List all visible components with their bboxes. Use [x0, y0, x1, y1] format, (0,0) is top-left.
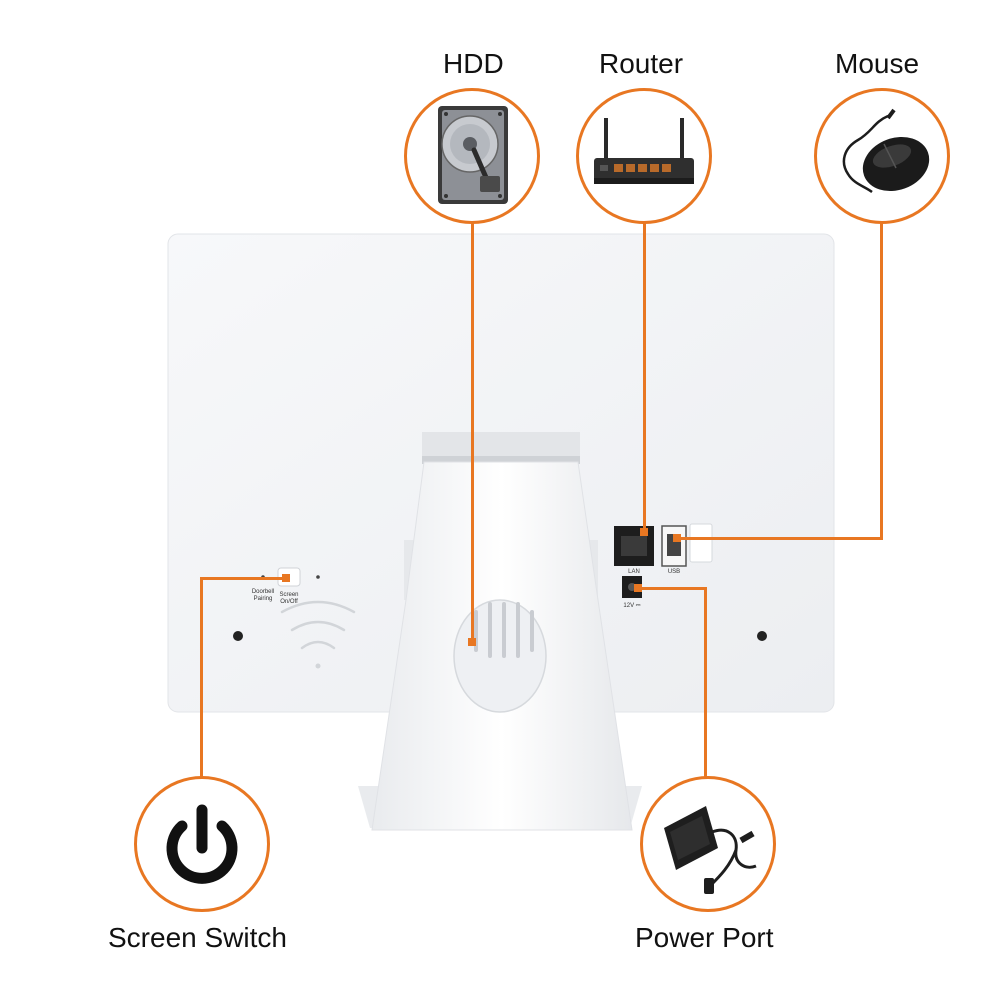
doorbell-pairing-label: Doorbell Pairing	[251, 589, 275, 602]
power-icon	[166, 804, 238, 884]
mouse-callout-circle	[814, 88, 950, 224]
mouse-connector-vertical	[880, 222, 883, 540]
switch-connector-horizontal	[200, 577, 284, 580]
power-connector-vertical	[704, 587, 707, 777]
router-label: Router	[599, 48, 684, 79]
power-connector-dot	[634, 584, 642, 592]
router-connector-dot	[640, 528, 648, 536]
screen-switch-callout-circle	[134, 776, 270, 912]
hdd-icon	[438, 106, 508, 204]
power-port-callout-circle	[640, 776, 776, 912]
screen-switch-label: Screen Switch	[108, 922, 287, 953]
mouse-connector-dot	[673, 534, 681, 542]
switch-connector-vertical	[200, 577, 203, 777]
mouse-connector-horizontal	[676, 537, 883, 540]
lan-port-label: LAN	[628, 569, 640, 575]
mouse-label: Mouse	[835, 48, 920, 79]
mouse-icon	[842, 108, 930, 194]
switch-connector-dot	[282, 574, 290, 582]
hdd-label: HDD	[443, 48, 504, 79]
power-connector-horizontal	[636, 587, 707, 590]
hdd-callout-circle	[404, 88, 540, 224]
power-adapter-icon	[664, 806, 757, 894]
hdd-connector-line	[471, 222, 474, 642]
screen-onoff-label: Screen On/Off	[279, 592, 299, 605]
power-port-label: Power Port	[635, 922, 774, 953]
router-icon	[594, 118, 694, 184]
dc-input-label: 12V ⎓	[623, 603, 641, 609]
router-callout-circle	[576, 88, 712, 224]
hdd-vent	[474, 602, 534, 658]
hdd-connector-dot	[468, 638, 476, 646]
usb-port-label: USB	[667, 569, 681, 575]
router-connector-line	[643, 222, 646, 532]
